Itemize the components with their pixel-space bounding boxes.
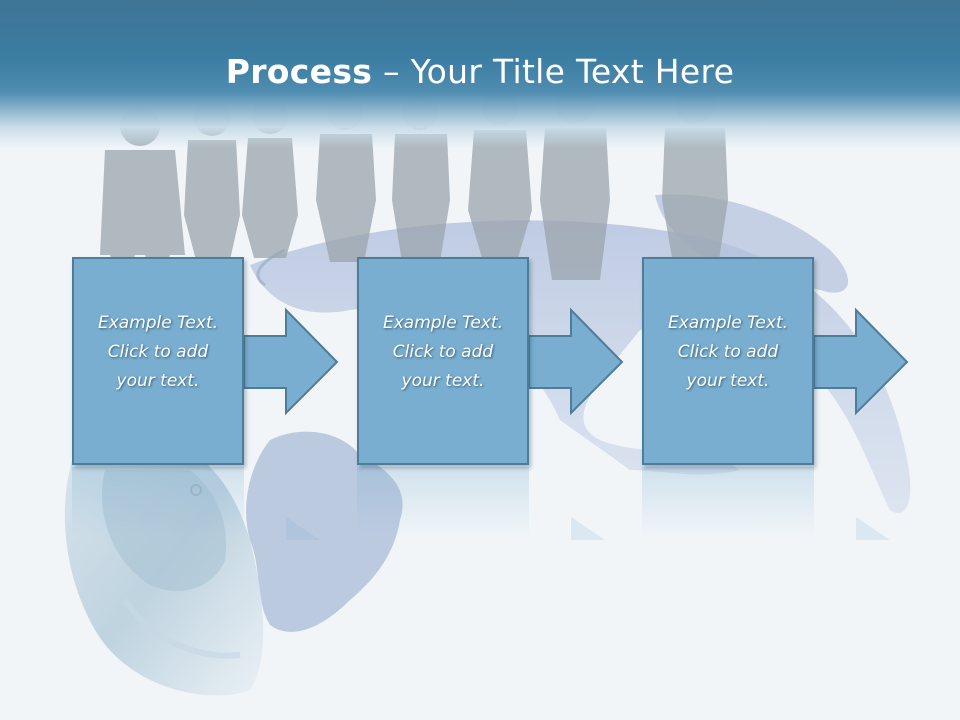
step-text-3[interactable]: Example Text. Click to add your text.: [642, 309, 814, 396]
step-text-2[interactable]: Example Text. Click to add your text.: [357, 309, 529, 396]
step-line: your text.: [116, 371, 200, 391]
computer-mouse-graphic: [64, 440, 264, 696]
step-line: Example Text.: [382, 313, 504, 333]
step-reflection: [357, 467, 529, 537]
step-box-1[interactable]: [72, 257, 244, 465]
step-line: your text.: [686, 371, 770, 391]
title-band: [0, 0, 960, 148]
step-box-2[interactable]: [357, 257, 529, 465]
right-arrow-icon: [813, 307, 909, 416]
slide-title[interactable]: Process – Your Title Text Here: [0, 52, 960, 91]
right-arrow-icon: [243, 307, 339, 416]
title-bold: Process: [225, 52, 373, 91]
step-reflection: [72, 467, 244, 537]
step-text-1[interactable]: Example Text. Click to add your text.: [72, 309, 244, 396]
step-line: Click to add: [107, 342, 209, 362]
step-line: your text.: [401, 371, 485, 391]
title-rest: – Your Title Text Here: [372, 52, 735, 91]
step-line: Example Text.: [667, 313, 789, 333]
step-line: Click to add: [392, 342, 494, 362]
step-line: Click to add: [677, 342, 779, 362]
step-line: Example Text.: [97, 313, 219, 333]
right-arrow-icon: [528, 307, 624, 416]
step-box-3[interactable]: [642, 257, 814, 465]
step-reflection: [642, 467, 814, 537]
